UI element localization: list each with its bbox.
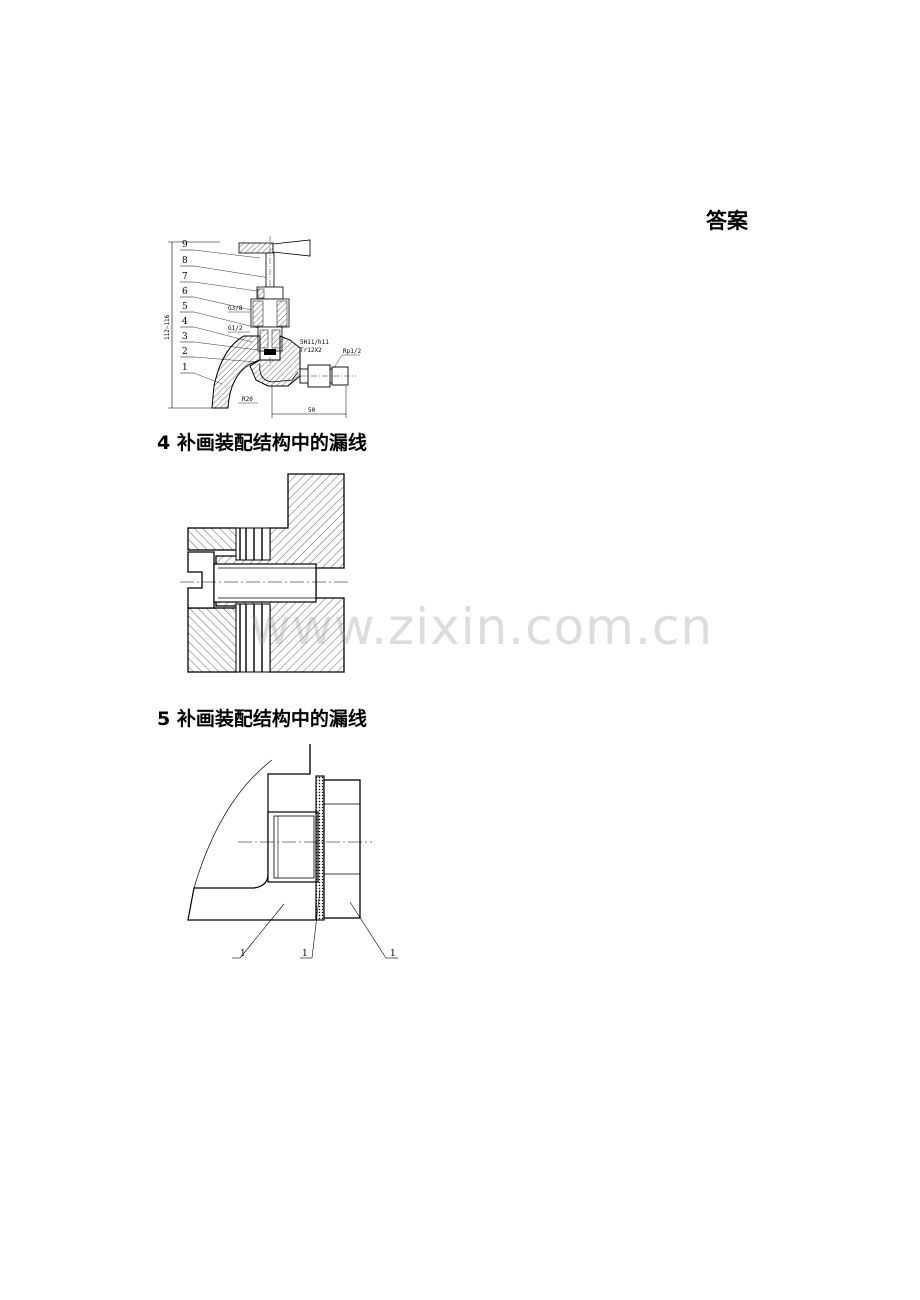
part-label-5: 5 xyxy=(182,302,188,312)
annotation-g38: G3/8 xyxy=(228,305,243,312)
leader-label-1-right: 1 xyxy=(390,949,396,959)
annotation-rp: Rp1/2 xyxy=(343,348,361,355)
part-label-4: 4 xyxy=(182,317,188,327)
leader-label-1-left: 1 xyxy=(240,949,246,959)
part-label-2: 2 xyxy=(182,347,188,357)
part-label-8: 8 xyxy=(182,256,188,266)
question-4-title: 4 补画装配结构中的漏线 xyxy=(157,432,367,454)
part-label-6: 6 xyxy=(182,287,188,297)
part-label-1: 1 xyxy=(182,363,188,373)
part-label-3: 3 xyxy=(182,332,188,342)
annotation-fit: 5H11/h11 xyxy=(300,339,329,346)
part-label-9: 9 xyxy=(182,240,188,250)
part-label-7: 7 xyxy=(182,272,188,282)
question-4-drawing xyxy=(180,473,350,673)
annotation-g12: G1/2 xyxy=(228,325,243,332)
height-dimension: 112~116 xyxy=(164,314,171,340)
answer-label: 答案 xyxy=(706,209,748,233)
width-dimension: 50 xyxy=(308,407,316,414)
question-5-drawing: 1 1 1 xyxy=(187,744,398,959)
faucet-assembly-drawing: 112~116 9 8 7 6 5 4 3 2 1 xyxy=(164,236,361,418)
leader-label-1-middle: 1 xyxy=(302,949,308,959)
question-5-title: 5 补画装配结构中的漏线 xyxy=(157,708,367,730)
annotation-thread: Tr12X2 xyxy=(300,347,322,354)
watermark: www.zixin.com.cn xyxy=(250,598,714,656)
part-number-labels: 9 8 7 6 5 4 3 2 1 xyxy=(180,240,271,385)
annotation-radius: R20 xyxy=(242,396,253,403)
